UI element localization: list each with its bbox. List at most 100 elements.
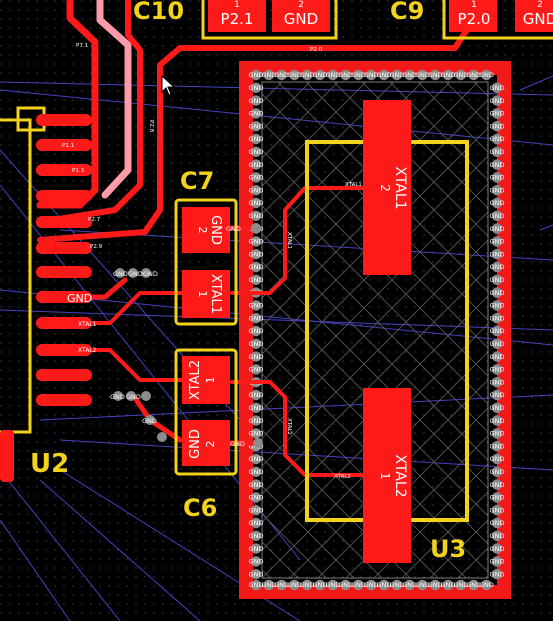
via[interactable]: [491, 249, 503, 260]
via[interactable]: [404, 579, 415, 591]
via[interactable]: [468, 69, 479, 81]
via[interactable]: [491, 236, 503, 247]
via[interactable]: [250, 300, 262, 311]
via[interactable]: [250, 261, 262, 273]
via[interactable]: [491, 300, 503, 311]
via[interactable]: [250, 351, 262, 362]
via[interactable]: [126, 391, 136, 401]
via[interactable]: [491, 492, 503, 503]
c10-pad-2[interactable]: [272, 0, 330, 32]
via[interactable]: [378, 579, 390, 591]
u2-pin-pad[interactable]: [36, 394, 92, 406]
via[interactable]: [340, 69, 351, 81]
c7-pad-xtal1[interactable]: [182, 270, 230, 318]
u3-crystal[interactable]: XTAL1 2 XTAL2 1: [305, 100, 469, 563]
via[interactable]: [442, 69, 454, 81]
via[interactable]: [314, 579, 326, 591]
via[interactable]: [491, 121, 503, 132]
via[interactable]: [251, 223, 261, 233]
via[interactable]: [276, 579, 287, 591]
via[interactable]: [141, 391, 151, 401]
via[interactable]: [302, 69, 313, 81]
via[interactable]: [340, 579, 351, 591]
via[interactable]: [289, 579, 300, 591]
u3-pad-xtal1[interactable]: [363, 100, 411, 275]
via[interactable]: [430, 69, 441, 81]
via[interactable]: [491, 210, 503, 221]
via[interactable]: [455, 69, 466, 81]
via[interactable]: [491, 479, 503, 490]
via[interactable]: [327, 579, 338, 591]
via[interactable]: [491, 530, 503, 541]
trace-highlight[interactable]: [96, 0, 132, 199]
via[interactable]: [391, 579, 402, 591]
via[interactable]: [491, 313, 503, 324]
u2-pin-pad[interactable]: [36, 266, 92, 278]
via[interactable]: [491, 415, 503, 426]
via[interactable]: [250, 453, 262, 465]
via[interactable]: [491, 351, 503, 362]
u2-pin-pad[interactable]: [36, 216, 92, 228]
via[interactable]: [250, 313, 262, 324]
via[interactable]: [491, 172, 503, 183]
trace-p20[interactable]: [37, 22, 473, 243]
via[interactable]: [250, 428, 262, 439]
u3-pad-xtal2[interactable]: [363, 388, 411, 563]
via[interactable]: [491, 197, 503, 209]
via[interactable]: [442, 579, 454, 591]
via[interactable]: [430, 579, 441, 591]
u2-pin-pad[interactable]: [36, 317, 92, 329]
via[interactable]: [491, 543, 503, 554]
via[interactable]: [491, 441, 503, 452]
via[interactable]: [250, 249, 262, 260]
via[interactable]: [491, 466, 503, 477]
via[interactable]: [417, 69, 428, 81]
via[interactable]: [491, 389, 503, 401]
via[interactable]: [250, 108, 262, 119]
trace-p71[interactable]: [36, 0, 99, 209]
via[interactable]: [491, 274, 503, 285]
via[interactable]: [250, 569, 262, 580]
via[interactable]: [115, 268, 125, 278]
u2-pin-pad[interactable]: [36, 139, 92, 151]
via[interactable]: [491, 377, 503, 388]
via[interactable]: [491, 159, 503, 170]
via[interactable]: [263, 69, 274, 81]
c10-footprint[interactable]: P2.1 1 GND 2: [201, 0, 338, 40]
u2-pin-pad[interactable]: [36, 369, 92, 381]
u2-pin-pad[interactable]: [36, 291, 92, 303]
via[interactable]: [491, 185, 503, 196]
via[interactable]: [263, 579, 274, 591]
c7-footprint[interactable]: GND 2 XTAL1 1: [174, 198, 238, 326]
u2-pin-pad[interactable]: [36, 242, 92, 254]
c6-pad-gnd[interactable]: [182, 420, 230, 466]
via[interactable]: [491, 569, 503, 580]
u2-bottom-pad[interactable]: [0, 430, 14, 482]
via[interactable]: [276, 69, 287, 81]
via[interactable]: [250, 121, 262, 132]
via[interactable]: [250, 389, 262, 401]
u2-pin-pad[interactable]: [36, 164, 92, 176]
via[interactable]: [491, 82, 503, 94]
gnd-vias-cluster[interactable]: [113, 223, 263, 448]
via[interactable]: [491, 108, 503, 119]
via[interactable]: [491, 556, 503, 567]
via[interactable]: [302, 579, 313, 591]
via[interactable]: [250, 556, 262, 567]
via[interactable]: [250, 466, 262, 477]
via[interactable]: [250, 415, 262, 426]
via[interactable]: [289, 69, 300, 81]
u2-pads[interactable]: [36, 114, 92, 406]
via[interactable]: [250, 69, 262, 81]
via[interactable]: [250, 543, 262, 554]
via[interactable]: [113, 391, 123, 401]
via[interactable]: [253, 438, 263, 448]
via[interactable]: [250, 82, 262, 94]
via[interactable]: [491, 223, 503, 234]
via[interactable]: [491, 402, 503, 413]
via[interactable]: [128, 268, 138, 278]
via[interactable]: [250, 133, 262, 145]
via[interactable]: [468, 579, 479, 591]
via[interactable]: [250, 530, 262, 541]
via[interactable]: [145, 415, 155, 425]
